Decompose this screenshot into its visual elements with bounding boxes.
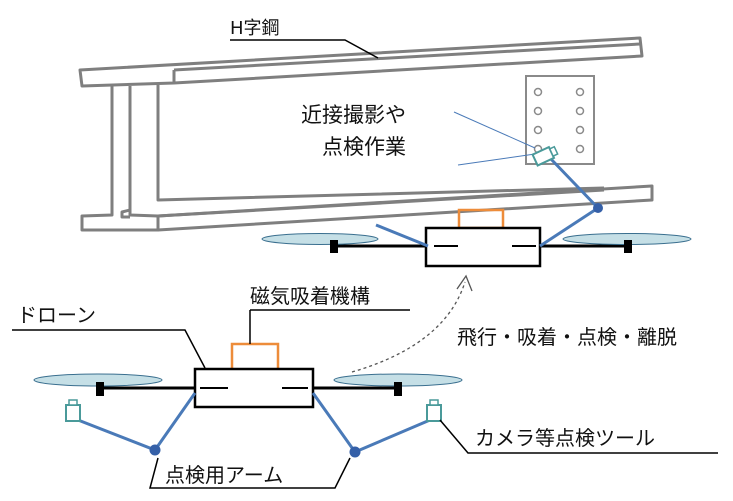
- inspection-arm-leader: [149, 457, 351, 489]
- flight-path-arrowhead: [456, 274, 473, 292]
- drone-leader: [12, 329, 206, 369]
- splice-plate: [525, 75, 595, 165]
- close-up-leader-lower: [457, 153, 536, 166]
- attached-drone-camera-icon: [531, 145, 559, 167]
- drone-arm-joint-left: [149, 444, 161, 456]
- attached-drone-propeller-left: [261, 233, 379, 245]
- attached-drone: [261, 145, 692, 268]
- drone: [33, 342, 463, 458]
- flight-sequence-label: 飛行・吸着・点検・離脱: [457, 325, 677, 349]
- drone-magnet: [230, 342, 280, 372]
- attached-drone-arm-joint: [593, 203, 603, 213]
- h-beam-leader: [230, 39, 379, 59]
- h-beam-top-flange: [78, 36, 644, 88]
- h-beam-label: H字鋼: [230, 18, 280, 39]
- drone-label: ドローン: [17, 303, 96, 327]
- drone-camera-right-icon: [426, 399, 442, 422]
- drone-camera-left-icon: [65, 399, 81, 422]
- drone-inspection-arm-right: [311, 392, 431, 454]
- camera-tool-label: カメラ等点検ツール: [475, 426, 655, 450]
- magnet-label: 磁気吸着機構: [250, 284, 370, 308]
- drone-inspection-arm-left: [77, 392, 197, 452]
- close-up-leader-upper: [453, 111, 536, 149]
- inspection-arm-label: 点検用アーム: [165, 463, 283, 487]
- close-up-label-line2: 点検作業: [322, 135, 406, 159]
- close-up-label-line1: 近接撮影や: [301, 103, 406, 127]
- drone-arm-joint-right: [349, 446, 361, 458]
- h-beam-end-profile: [80, 86, 160, 232]
- h-beam: [78, 36, 654, 232]
- camera-tool-leader: [439, 419, 718, 454]
